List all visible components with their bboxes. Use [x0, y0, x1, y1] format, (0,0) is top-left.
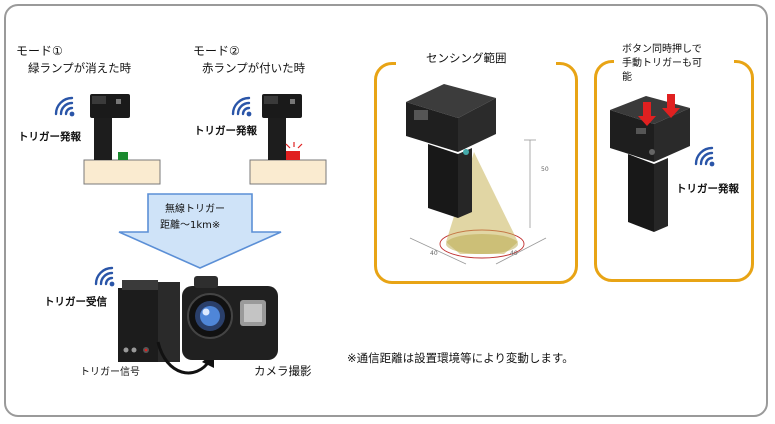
- wifi-signal-icon: [231, 96, 252, 117]
- receiver-trigger-label: トリガー受信: [44, 296, 107, 308]
- mode2-trigger-label: トリガー発報: [194, 125, 257, 137]
- mode2-sensor-illustration: [249, 94, 327, 185]
- manual-trigger-line3: 能: [622, 72, 632, 83]
- manual-trigger-illustration: [610, 94, 690, 232]
- wireless-trigger-line1: 無線トリガー: [165, 204, 225, 215]
- mode1-sensor-illustration: [83, 94, 161, 185]
- manual-trigger-line2: 手動トリガーも可: [622, 58, 702, 69]
- wireless-trigger-line2: 距離～1km※: [160, 220, 221, 231]
- manual-trigger-label: トリガー発報: [676, 183, 739, 195]
- mode1-title: モード①: [16, 44, 63, 58]
- wifi-signal-icon: [54, 96, 75, 117]
- footnote: ※通信距離は設置環境等により変動します。: [347, 351, 574, 365]
- mode2-subtitle: 赤ランプが付いた時: [202, 61, 306, 75]
- wireless-trigger-arrow: [118, 193, 282, 269]
- receiver-signal-label: トリガー信号: [80, 367, 140, 378]
- manual-trigger-line1: ボタン同時押しで: [622, 44, 702, 55]
- sensing-range-title: センシング範囲: [426, 51, 507, 65]
- sensing-dimension-left: 40: [430, 250, 438, 257]
- sensing-dimension-right: 40: [510, 250, 518, 257]
- sensing-range-illustration: [406, 84, 547, 265]
- wifi-signal-icon: [694, 146, 715, 167]
- sensing-dimension-vertical: 50: [541, 166, 549, 173]
- action-camera-illustration: [182, 276, 278, 360]
- mode1-subtitle: 緑ランプが消えた時: [28, 61, 132, 75]
- mode1-trigger-label: トリガー発報: [18, 131, 81, 143]
- receiver-device-illustration: [118, 280, 180, 362]
- wifi-signal-icon: [94, 266, 115, 287]
- mode2-title: モード②: [193, 44, 240, 58]
- camera-label: カメラ撮影: [254, 364, 312, 378]
